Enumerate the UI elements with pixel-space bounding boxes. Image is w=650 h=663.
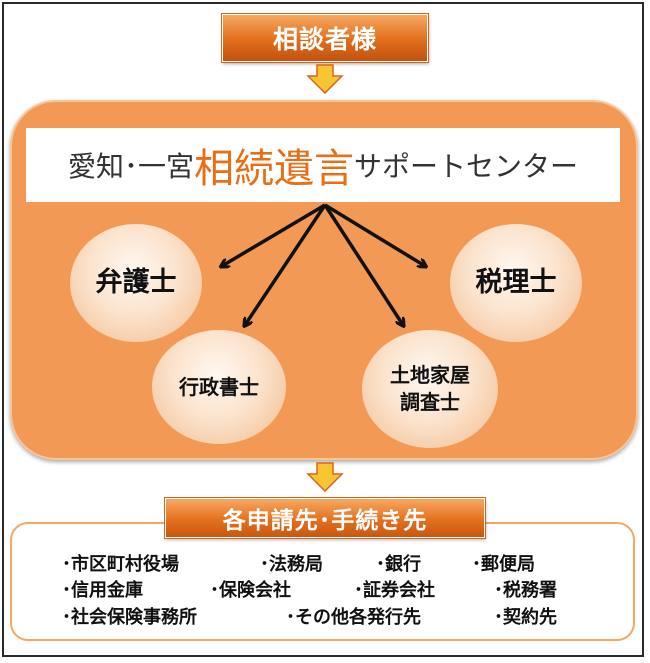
arrow-to-admin-scrivener <box>245 204 327 325</box>
surveyor-label-line2: 調査士 <box>400 390 460 414</box>
lawyer-label: 弁護士 <box>95 266 177 298</box>
surveyor-label-line1: 土地家屋 <box>390 363 470 387</box>
destination-item: ･信用金庫 <box>62 580 143 601</box>
arrow-to-tax-accountant <box>324 203 425 266</box>
lawyer-node: 弁護士 <box>70 224 202 342</box>
surveyor-node: 土地家屋 調査士 <box>362 330 498 448</box>
outer-frame <box>2 2 644 657</box>
destination-item: ･銀行 <box>376 554 421 575</box>
admin-scrivener-label: 行政書士 <box>179 374 259 399</box>
tax-accountant-node: 税理士 <box>450 224 582 342</box>
center-name-highlight: 相続遺言 <box>194 146 354 192</box>
center-name-banner: 愛知･一宮 相続遺言 サポートセンター <box>26 128 620 202</box>
admin-scrivener-node: 行政書士 <box>152 330 286 444</box>
arrow-to-surveyor <box>323 204 403 325</box>
destination-item: ･法務局 <box>260 554 323 575</box>
tax-accountant-label: 税理士 <box>475 266 557 298</box>
destination-item: ･契約先 <box>494 607 557 628</box>
destination-item: ･社会保険事務所 <box>62 607 197 628</box>
down-arrow-icon <box>306 64 344 94</box>
destination-item: ･市区町村役場 <box>62 554 179 575</box>
center-name-prefix: 愛知･一宮 <box>67 150 194 183</box>
destination-item: ･その他各発行先 <box>286 607 421 628</box>
destinations-label: 各申請先･手続き先 <box>164 497 486 539</box>
destination-item: ･郵便局 <box>472 554 535 575</box>
consultant-label: 相談者様 <box>221 13 429 63</box>
destination-item: ･税務署 <box>494 580 557 601</box>
destination-item: ･証券会社 <box>354 580 435 601</box>
arrow-to-lawyer <box>222 203 326 266</box>
destination-item: ･保険会社 <box>210 580 291 601</box>
center-name-suffix: サポートセンター <box>354 150 579 183</box>
down-arrow-icon <box>306 462 344 492</box>
